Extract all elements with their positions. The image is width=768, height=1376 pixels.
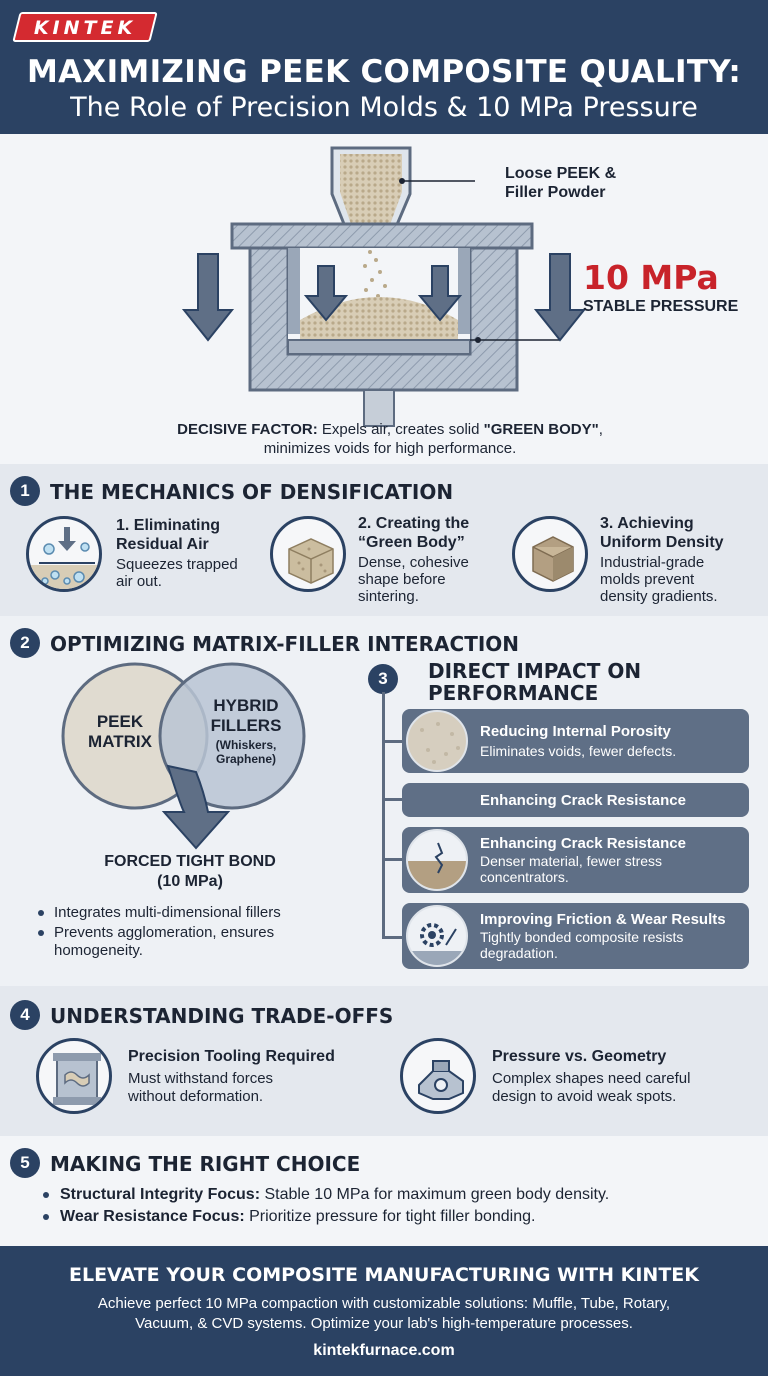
timeline-connector — [382, 936, 404, 939]
pressure-label: STABLE PRESSURE — [583, 298, 739, 315]
cracked-material-icon — [406, 829, 468, 891]
densification-item-2-head: 2. Creating the “Green Body” — [358, 515, 470, 551]
footer-title: ELEVATE YOUR COMPOSITE MANUFACTURING WIT… — [68, 1264, 699, 1286]
section-trade-offs: 4 UNDERSTANDING TRADE-OFFS Precision Too… — [0, 986, 768, 1136]
section-2-title: OPTIMIZING MATRIX-FILLER INTERACTION — [50, 632, 520, 656]
header-banner: KINTEK MAXIMIZING PEEK COMPOSITE QUALITY… — [0, 0, 768, 134]
section-right-choice: 5 MAKING THE RIGHT CHOICE Structural Int… — [0, 1136, 768, 1246]
hero-press-illustration: Loose PEEK & Filler Powder 10 MPa STABLE… — [0, 134, 768, 464]
impact-card-friction: Improving Friction & Wear Results Tightl… — [402, 903, 749, 969]
section-2-number: 2 — [10, 628, 40, 658]
press-mold-diagram-icon — [181, 146, 587, 427]
tradeoff-2-body: Complex shapes need careful design to av… — [492, 1070, 691, 1105]
timeline-connector — [382, 740, 404, 743]
densification-item-3-body: Industrial-grade molds prevent density g… — [600, 554, 718, 605]
venn-hybrid-fillers-label: HYBRID FILLERS — [210, 696, 282, 735]
mold-die-icon — [36, 1038, 112, 1114]
page-title: MAXIMIZING PEEK COMPOSITE QUALITY: — [26, 54, 742, 90]
section-densification: 1 THE MECHANICS OF DENSIFICATION 1. Elim… — [0, 464, 768, 616]
section-3-number: 3 — [368, 664, 398, 694]
section-4-number: 4 — [10, 1000, 40, 1030]
tradeoff-1-body: Must withstand forces without deformatio… — [128, 1070, 274, 1105]
impact-card-crack-short: Enhancing Crack Resistance — [402, 783, 749, 817]
section-4-title: UNDERSTANDING TRADE-OFFS — [50, 1004, 394, 1028]
green-body-block-icon — [270, 516, 346, 592]
section-5-number: 5 — [10, 1148, 40, 1178]
section-matrix-filler: 2 OPTIMIZING MATRIX-FILLER INTERACTION P… — [0, 616, 768, 986]
impact-card-crack: Enhancing Crack Resistance Denser materi… — [402, 827, 749, 893]
venn-peek-matrix-label: PEEK MATRIX — [88, 712, 152, 751]
dense-cube-icon — [512, 516, 588, 592]
air-bubbles-icon — [26, 516, 102, 592]
section-1-number: 1 — [10, 476, 40, 506]
pressure-value: 10 MPa — [583, 258, 719, 297]
forced-tight-bond-label: FORCED TIGHT BOND (10 MPa) — [104, 853, 276, 890]
kintek-logo-text: KINTEK — [33, 17, 137, 39]
porous-surface-icon — [406, 710, 468, 772]
list-item: Wear Resistance Focus: Prioritize pressu… — [40, 1206, 760, 1228]
gear-wear-icon — [406, 905, 468, 967]
choice-list: Structural Integrity Focus: Stable 10 MP… — [40, 1184, 760, 1228]
venn-diagram-icon — [61, 662, 306, 850]
tradeoff-1-head: Precision Tooling Required — [128, 1048, 335, 1065]
matrix-bullet-list: Integrates multi-dimensional fillers Pre… — [36, 904, 336, 962]
decisive-factor-text: DECISIVE FACTOR: Expels air, creates sol… — [177, 421, 603, 457]
tradeoff-2-head: Pressure vs. Geometry — [492, 1048, 667, 1065]
timeline-connector — [382, 858, 404, 861]
footer-body: Achieve perfect 10 MPa compaction with c… — [97, 1295, 671, 1332]
complex-part-icon — [400, 1038, 476, 1114]
footer-banner: ELEVATE YOUR COMPOSITE MANUFACTURING WIT… — [0, 1246, 768, 1376]
densification-item-3-head: 3. Achieving Uniform Density — [600, 515, 724, 551]
list-item: Integrates multi-dimensional fillers — [36, 904, 336, 922]
venn-fillers-examples: (Whiskers, Graphene) — [215, 738, 277, 766]
densification-item-2-body: Dense, cohesive shape before sintering. — [358, 554, 469, 605]
footer-url-link[interactable]: kintekfurnace.com — [313, 1342, 455, 1359]
densification-item-1-body: Squeezes trapped air out. — [116, 556, 238, 590]
impact-card-porosity: Reducing Internal Porosity Eliminates vo… — [402, 709, 749, 773]
list-item: Structural Integrity Focus: Stable 10 MP… — [40, 1184, 760, 1206]
powder-label: Loose PEEK & Filler Powder — [505, 165, 617, 201]
impact-timeline — [382, 692, 385, 938]
section-1-title: THE MECHANICS OF DENSIFICATION — [50, 480, 454, 504]
densification-item-1-head: 1. Eliminating Residual Air — [116, 517, 221, 553]
page-subtitle: The Role of Precision Molds & 10 MPa Pre… — [70, 92, 698, 123]
section-3-title: DIRECT IMPACT ON PERFORMANCE — [428, 659, 642, 705]
section-5-title: MAKING THE RIGHT CHOICE — [50, 1152, 361, 1176]
